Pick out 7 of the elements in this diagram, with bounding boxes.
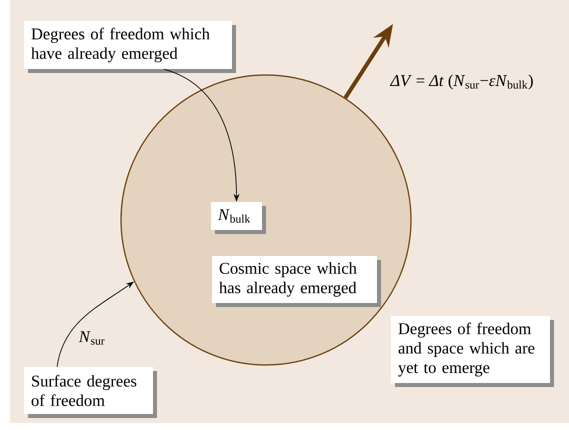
text-box: Degrees of freedom and space which are yet to emerge	[391, 316, 554, 387]
text-box: Degrees of freedom which have already emerged	[24, 21, 236, 73]
text-box: Cosmic space which has already emerged	[212, 256, 381, 307]
edge-label: N$_{sur}$	[78, 330, 106, 346]
text-box: N$_{bulk}$	[211, 202, 266, 234]
text-box: Surface degrees of freedom	[24, 367, 157, 418]
edge-label: ΔV = Δt (N$_{sur}$−εN$_{bulk}$)	[389, 74, 535, 90]
